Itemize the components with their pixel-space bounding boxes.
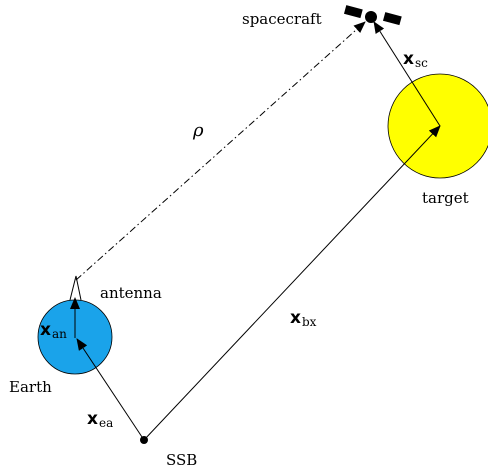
x-bx-sub: bx bbox=[302, 315, 317, 329]
x-bx-label: xbx bbox=[290, 308, 317, 329]
x-sc-vector bbox=[373, 21, 441, 127]
ssb-label: SSB bbox=[166, 451, 197, 469]
x-an-main: x bbox=[40, 320, 51, 340]
x-an-label: xan bbox=[40, 320, 67, 341]
earth-label: Earth bbox=[9, 378, 52, 396]
x-sc-sub: sc bbox=[415, 56, 428, 70]
ssb-point bbox=[140, 436, 148, 444]
antenna-icon bbox=[69, 275, 82, 301]
x-ea-sub: ea bbox=[99, 416, 113, 430]
x-ea-vector bbox=[76, 338, 145, 441]
x-bx-vector bbox=[143, 125, 441, 441]
x-sc-main: x bbox=[403, 49, 414, 69]
x-ea-main: x bbox=[87, 409, 98, 429]
spacecraft-icon bbox=[343, 5, 402, 26]
target-body bbox=[387, 73, 488, 179]
x-sc-label: xsc bbox=[403, 49, 428, 70]
rho-line bbox=[75, 21, 366, 281]
x-bx-main: x bbox=[290, 308, 301, 328]
x-ea-label: xea bbox=[87, 409, 113, 430]
target-label: target bbox=[422, 189, 469, 207]
x-an-sub: an bbox=[52, 327, 67, 341]
rho-label: ρ bbox=[192, 120, 204, 141]
antenna-label: antenna bbox=[100, 284, 162, 302]
spacecraft-label: spacecraft bbox=[242, 10, 322, 28]
